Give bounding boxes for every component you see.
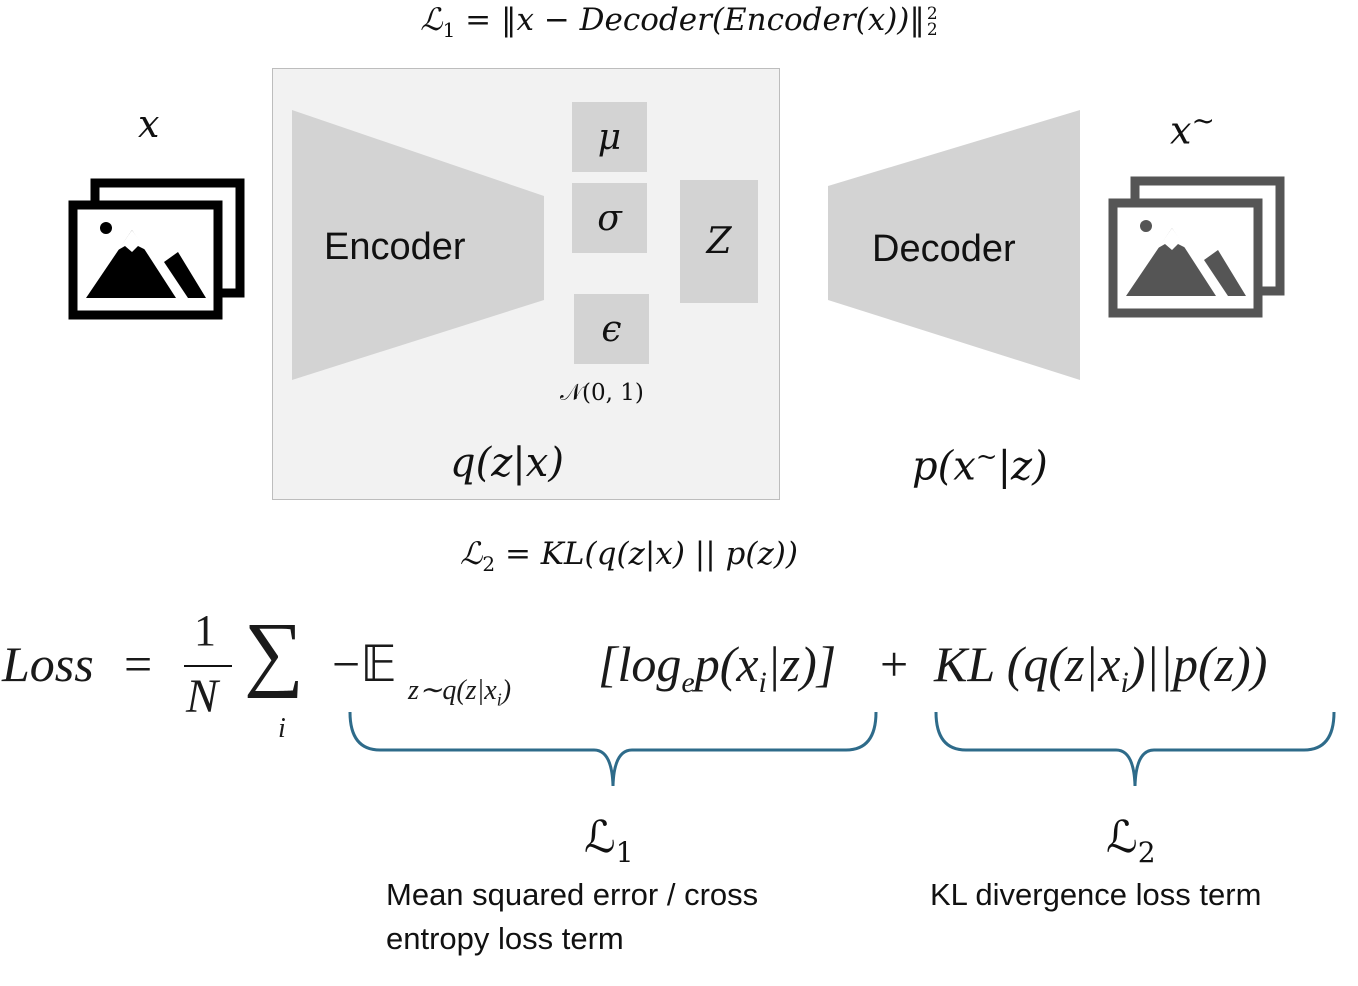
expectation-sub-end: )	[501, 675, 512, 706]
mu-symbol: μ	[597, 116, 622, 158]
mu-box: μ	[572, 102, 647, 172]
sigma-symbol: σ	[597, 197, 622, 239]
log-likelihood-term: [logep(xi|z)]	[598, 635, 836, 700]
epsilon-box: ϵ	[574, 294, 649, 364]
loss-word: Loss	[2, 636, 94, 692]
output-label-tilde: ~	[1191, 104, 1215, 137]
plus-sign: +	[880, 636, 909, 692]
sum-symbol: ∑	[244, 606, 304, 699]
l1-description-line1: Mean squared error / cross	[386, 877, 759, 912]
expectation-subscript: z∼q(z|xi)	[408, 673, 511, 711]
fraction-denominator: N	[186, 670, 219, 723]
expectation-sub-main: z∼q(z|x	[408, 675, 497, 706]
output-image-icon	[1108, 176, 1285, 318]
fraction-bar	[184, 665, 232, 667]
log-p-index: i	[758, 666, 767, 699]
l1-symbol: ℒ	[420, 2, 443, 38]
expectation-sub-i: i	[496, 689, 502, 710]
l1-label-script: ℒ	[584, 812, 616, 863]
l1-rhs: = ‖x − Decoder(Encoder(x))‖	[455, 2, 925, 38]
kl-term-end: )||p(z))	[1128, 636, 1268, 692]
l2-rhs: = KL(q(z|x) || p(z))	[495, 536, 798, 572]
loss-equals: =	[124, 636, 153, 692]
noise-distribution: 𝒩(0, 1)	[560, 380, 644, 406]
l2-label-subscript: 2	[1137, 835, 1156, 869]
encoder-trapezoid	[292, 110, 544, 380]
l1-label-symbol: ℒ1	[584, 812, 634, 869]
kl-loss-equation: ℒ2 = KL(q(z|x) || p(z))	[0, 536, 1258, 576]
decoder-dist-tilde: ~	[975, 442, 998, 472]
l2-label-symbol: ℒ2	[1106, 812, 1156, 869]
l1-norm-power: 2	[926, 3, 938, 24]
l2-subscript: 2	[482, 552, 496, 577]
log-p-end: |z)]	[766, 636, 837, 692]
sum-index: i	[278, 713, 286, 744]
encoder-distribution: q(z|x)	[450, 440, 564, 486]
decoder-dist-start: p(x	[912, 443, 976, 490]
l1-description-line2: entropy loss term	[386, 921, 624, 956]
decoder-dist-end: |z)	[997, 443, 1048, 490]
fraction-numerator: 1	[194, 606, 216, 655]
l2-label-script: ℒ	[1106, 812, 1138, 863]
l1-brace	[348, 711, 878, 787]
l2-description: KL divergence loss term	[930, 877, 1262, 912]
decoder-distribution: p(x~|z)	[912, 442, 1048, 489]
decoder-trapezoid	[828, 110, 1080, 380]
input-label: x	[138, 102, 160, 146]
l1-norm-index: 2	[926, 19, 938, 40]
output-label-x: x	[1170, 108, 1192, 153]
underbraces	[348, 711, 1336, 787]
kl-term-index: i	[1120, 666, 1129, 699]
sigma-box: σ	[572, 183, 647, 253]
total-loss-equation: Loss = 1 N ∑ i −𝔼 z∼q(z|xi) [logep(xi|z)…	[0, 605, 1358, 745]
l1-label-subscript: 1	[615, 835, 634, 869]
expectation-symbol: −𝔼	[332, 636, 397, 692]
z-box: Z	[680, 180, 758, 303]
log-base: e	[681, 666, 695, 699]
z-symbol: Z	[706, 221, 732, 262]
epsilon-symbol: ϵ	[601, 308, 622, 350]
input-image-icon	[68, 178, 245, 320]
l1-subscript: 1	[442, 18, 456, 43]
kl-term: KL (q(z|xi)||p(z))	[934, 635, 1267, 700]
kl-term-start: KL (q(z|x	[934, 636, 1121, 692]
l2-brace	[934, 711, 1336, 787]
l2-symbol: ℒ	[460, 536, 483, 572]
log-p-term: p(x	[694, 636, 759, 692]
output-label: x~	[1170, 104, 1215, 153]
log-prefix: [log	[598, 636, 682, 692]
encoder-label: Encoder	[324, 226, 466, 268]
decoder-label: Decoder	[872, 228, 1016, 270]
